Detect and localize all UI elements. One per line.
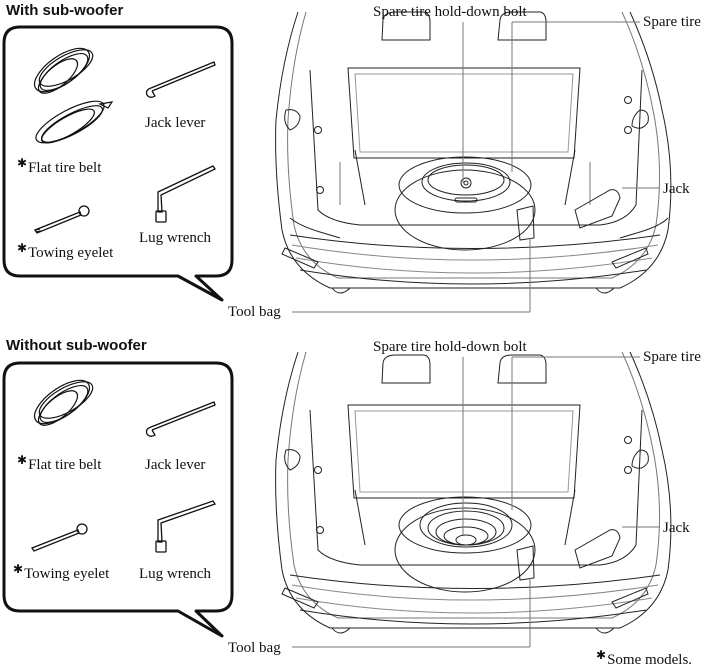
tool-label-flat-tire-belt: ✱Flat tire belt [17,453,102,473]
callout-jack: Jack [663,520,690,536]
tool-label-jack-lever: Jack lever [145,457,206,473]
callout-tool-bag: Tool bag [228,304,281,320]
tool-label-jack-lever: Jack lever [145,115,206,131]
tool-label-towing-eyelet: ✱Towing eyelet [13,562,110,582]
callout-spare-tire: Spare tire [643,349,701,365]
section-heading: Without sub-woofer [6,337,147,354]
tool-label-flat-tire-belt: ✱Flat tire belt [17,156,102,176]
footnote: ✱Some models. [596,648,693,668]
asterisk: ✱ [17,241,28,255]
tool-label-lug-wrench: Lug wrench [139,566,212,582]
callout-hold-down-bolt: Spare tire hold-down bolt [373,339,527,355]
callout-jack: Jack [663,181,690,197]
leader-lines [292,356,660,648]
callout-tool-bag: Tool bag [228,640,281,656]
callout-hold-down-bolt: Spare tire hold-down bolt [373,4,527,20]
asterisk: ✱ [13,562,24,576]
asterisk: ✱ [17,453,28,467]
tool-label-lug-wrench: Lug wrench [139,230,212,246]
asterisk: ✱ [17,156,28,170]
section-heading: With sub-woofer [6,2,124,19]
asterisk: ✱ [596,648,607,662]
tool-label-towing-eyelet: ✱Towing eyelet [17,241,114,261]
leader-lines [292,21,660,313]
callout-spare-tire: Spare tire [643,14,701,30]
